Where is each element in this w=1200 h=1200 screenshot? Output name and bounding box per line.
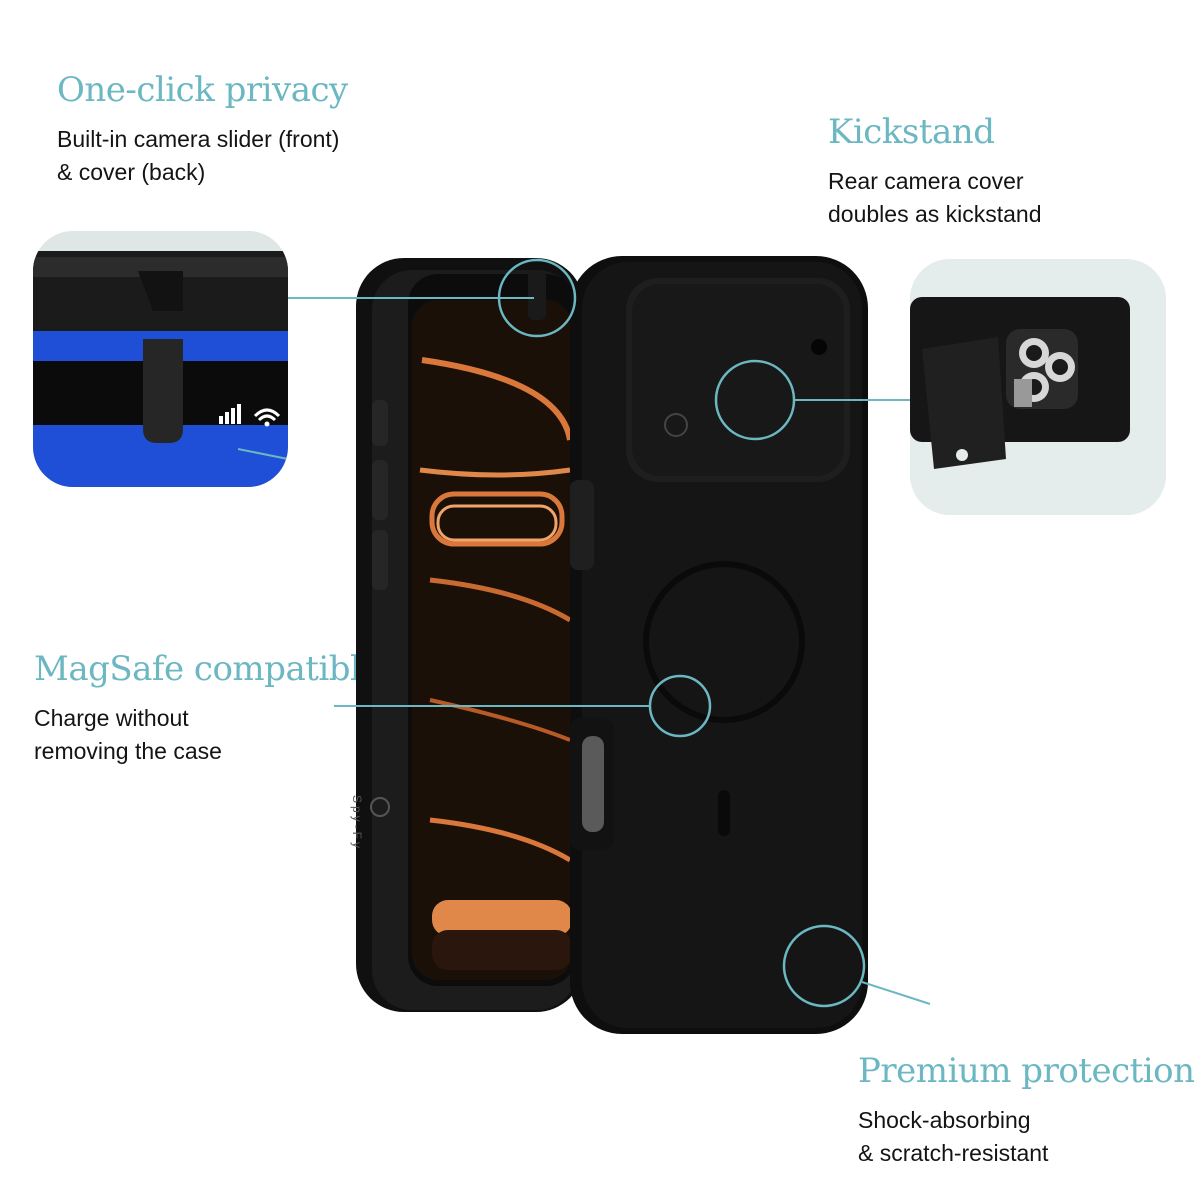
phone-back bbox=[570, 256, 868, 1034]
feature-title: Kickstand bbox=[828, 112, 995, 152]
feature-privacy: One-click privacy Built-in camera slider… bbox=[57, 70, 348, 189]
callout-kickstand bbox=[714, 359, 910, 441]
camera-slider-closeup-image bbox=[33, 231, 288, 487]
callout-privacy bbox=[288, 258, 577, 338]
feature-magsafe: MagSafe compatible Charge without removi… bbox=[34, 649, 381, 768]
feature-description: Rear camera cover doubles as kickstand bbox=[828, 168, 1042, 228]
callout-protection bbox=[782, 924, 931, 1008]
brand-mark: Spy-Fy bbox=[350, 795, 364, 852]
kickstand-closeup-image bbox=[910, 259, 1166, 515]
feature-kickstand: Kickstand Rear camera cover doubles as k… bbox=[828, 112, 1042, 231]
feature-description: Charge without removing the case bbox=[34, 705, 222, 765]
feature-title: MagSafe compatible bbox=[34, 649, 381, 689]
phone-front bbox=[356, 258, 584, 1012]
feature-description: Built-in camera slider (front) & cover (… bbox=[57, 126, 340, 186]
feature-title: Premium protection bbox=[858, 1051, 1195, 1091]
callout-magsafe bbox=[334, 674, 712, 738]
feature-description: Shock-absorbing & scratch-resistant bbox=[858, 1107, 1049, 1167]
feature-title: One-click privacy bbox=[57, 70, 348, 110]
feature-protection: Premium protection Shock-absorbing & scr… bbox=[858, 1051, 1195, 1170]
